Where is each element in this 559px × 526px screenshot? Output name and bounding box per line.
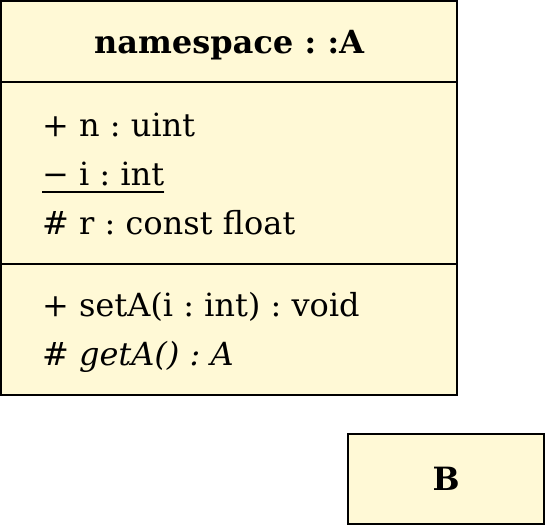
class-name: namespace : :A [2,2,456,83]
attribute-i-text: − i : int [42,155,165,193]
operations-compartment: + setA(i : int) : void # getA() : A [2,265,456,381]
attribute-r: # r : const float [42,204,296,242]
operation-getA: # getA() : A [42,335,234,373]
attribute-i: − i : int [42,152,456,201]
attribute-n: + n : uint [42,106,196,144]
operation-setA: + setA(i : int) : void [42,286,360,324]
class-box-b: B [347,433,545,525]
class-box-namespace-a: namespace : :A + n : uint − i : int # r … [0,0,458,396]
attributes-compartment: + n : uint − i : int # r : const float [2,83,456,265]
class-name-b: B [432,460,460,498]
